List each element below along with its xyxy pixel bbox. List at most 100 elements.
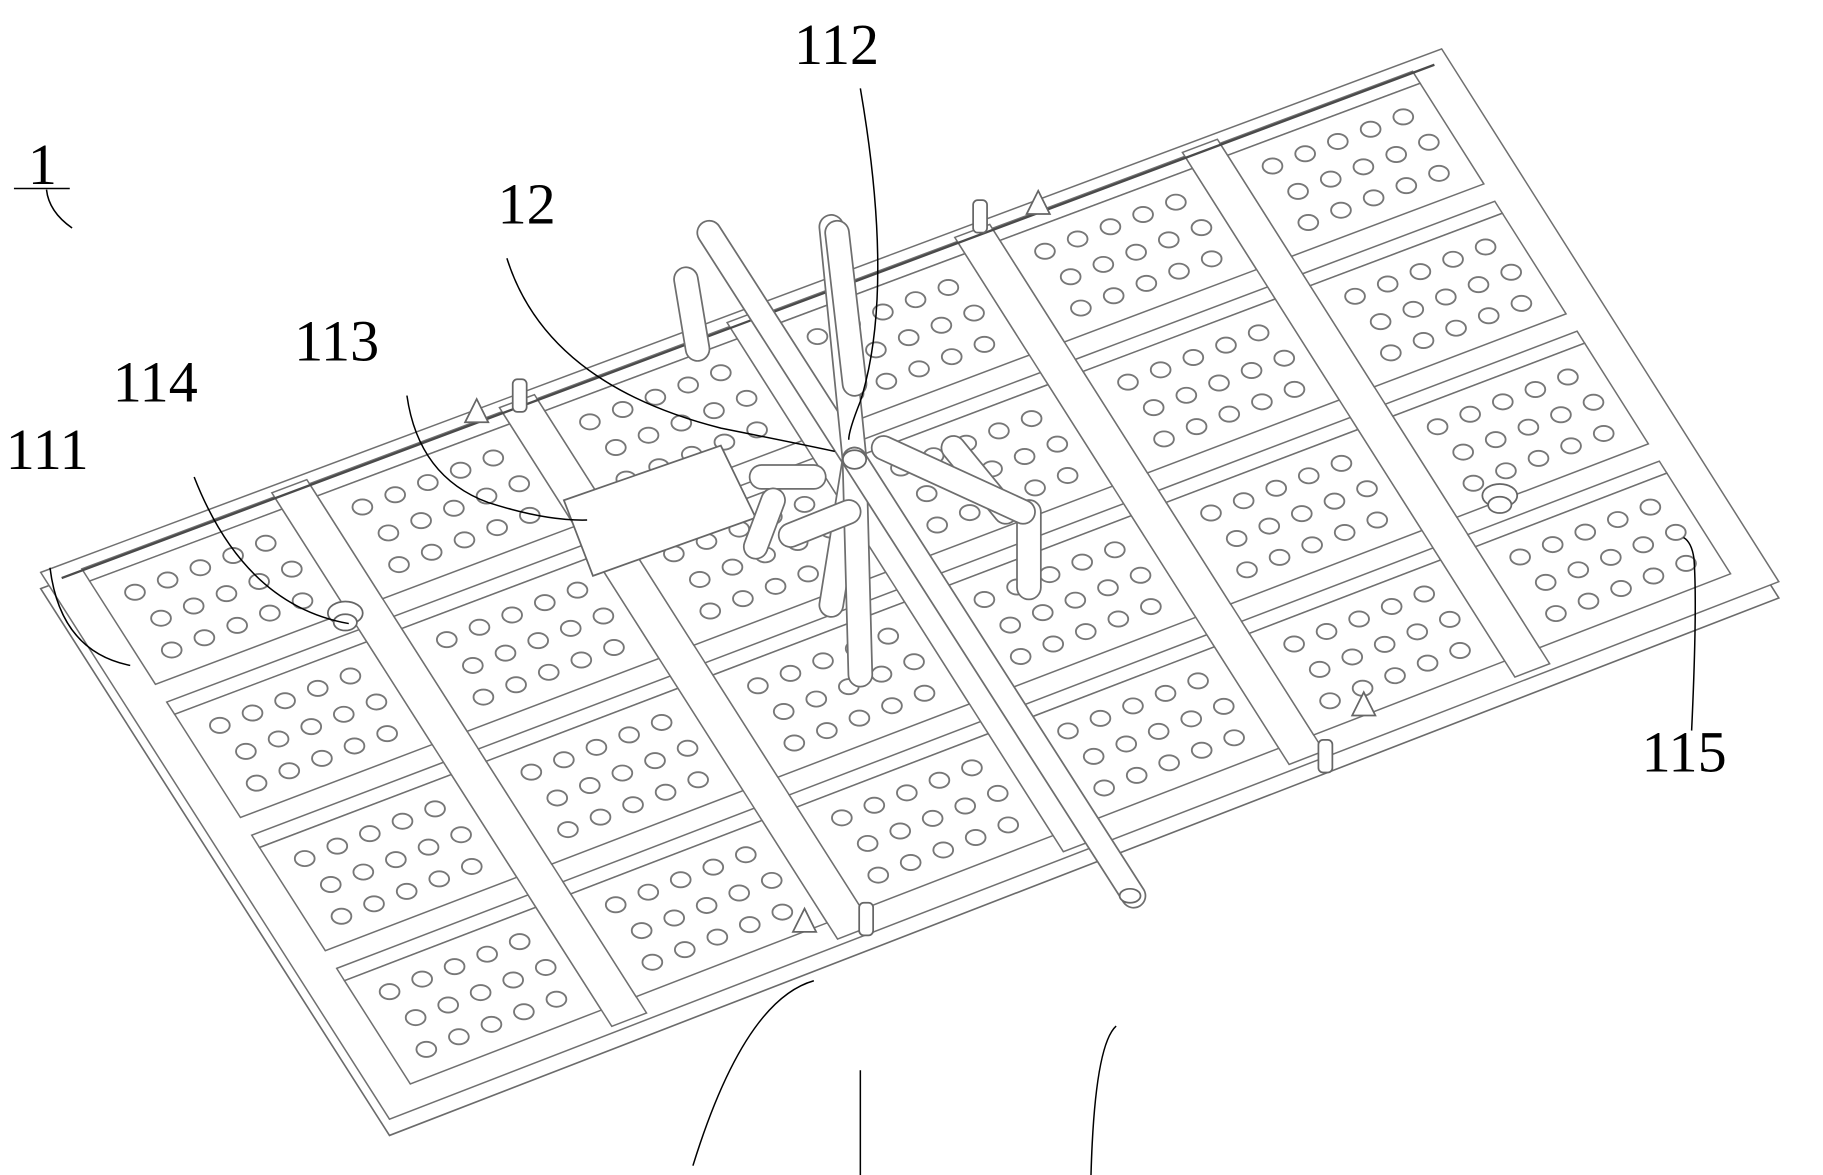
panel-hole xyxy=(345,738,365,753)
panel-hole xyxy=(1295,146,1315,161)
panel-hole xyxy=(1068,231,1088,246)
panel-hole xyxy=(1519,420,1539,435)
panel-hole xyxy=(1375,637,1395,652)
panel-hole xyxy=(1249,325,1269,340)
panel-hole xyxy=(1382,599,1402,614)
panel-hole xyxy=(703,860,723,875)
panel-hole xyxy=(1033,605,1053,620)
panel-hole xyxy=(1302,537,1322,552)
panel-hole xyxy=(675,942,695,957)
ref-label-113: 113 xyxy=(294,309,379,374)
panel-hole xyxy=(1579,594,1599,609)
panel-hole xyxy=(1071,300,1091,315)
panel-hole xyxy=(308,681,328,696)
panel-hole xyxy=(766,579,786,594)
panel-hole xyxy=(1666,525,1686,540)
panel-hole xyxy=(904,654,924,669)
pole-end-2 xyxy=(1120,889,1141,903)
panel-hole xyxy=(1644,568,1664,583)
panel-hole xyxy=(385,487,405,502)
panel-hole xyxy=(510,934,530,949)
panel-hole xyxy=(1270,550,1290,565)
panel-hole xyxy=(1105,542,1125,557)
panel-hole xyxy=(975,592,995,607)
panel-hole xyxy=(377,726,397,741)
panel-hole xyxy=(1159,232,1179,247)
panel-hole xyxy=(379,525,399,540)
panel-hole xyxy=(931,318,951,333)
panel-hole xyxy=(998,817,1018,832)
panel-hole xyxy=(1525,382,1545,397)
panel-hole xyxy=(269,731,289,746)
panel-hole xyxy=(503,972,523,987)
panel-hole xyxy=(1608,512,1628,527)
panel-hole xyxy=(554,752,574,767)
panel-hole xyxy=(1633,537,1653,552)
panel-hole xyxy=(547,992,567,1007)
panel-hole xyxy=(1101,219,1121,234)
panel-hole xyxy=(619,727,639,742)
ref-label-111: 111 xyxy=(6,417,89,482)
panel-hole xyxy=(1192,743,1212,758)
panel-hole xyxy=(1611,581,1631,596)
ref-label-112: 112 xyxy=(794,12,879,77)
panel-hole xyxy=(1479,308,1499,323)
panel-hole xyxy=(882,698,902,713)
panel-hole xyxy=(736,847,756,862)
panel-hole xyxy=(1436,289,1456,304)
panel-hole xyxy=(1536,575,1556,590)
panel-hole xyxy=(419,840,439,855)
panel-hole xyxy=(858,836,878,851)
panel-hole xyxy=(899,330,919,345)
panel-hole xyxy=(162,642,182,657)
panel-hole xyxy=(1188,673,1208,688)
panel-hole xyxy=(612,765,632,780)
folding-tube-fill xyxy=(686,279,698,349)
panel-hole xyxy=(1512,296,1532,311)
panel-hole xyxy=(1015,449,1035,464)
panel-hole xyxy=(1076,624,1096,639)
leader-2 xyxy=(1091,1026,1117,1175)
panel-hole xyxy=(733,591,753,606)
panel-hole xyxy=(1464,476,1484,491)
panel-hole xyxy=(806,692,826,707)
panel-hole xyxy=(772,905,792,920)
panel-hole xyxy=(506,677,526,692)
panel-hole xyxy=(1453,445,1473,460)
panel-hole xyxy=(1201,505,1221,520)
panel-hole xyxy=(1407,624,1427,639)
panel-hole xyxy=(483,450,503,465)
panel-hole xyxy=(536,960,556,975)
panel-hole xyxy=(487,520,507,535)
ref-label-12: 12 xyxy=(498,171,556,236)
panel-hole xyxy=(1266,481,1286,496)
panel-hole xyxy=(1594,426,1614,441)
panel-hole xyxy=(700,603,720,618)
panel-hole xyxy=(1325,494,1345,509)
panel-hole xyxy=(1091,711,1111,726)
panel-hole xyxy=(1414,586,1434,601)
panel-hole xyxy=(1227,531,1247,546)
panel-hole xyxy=(1274,351,1294,366)
panel-hole xyxy=(690,572,710,587)
panel-hole xyxy=(890,823,910,838)
panel-hole xyxy=(151,611,171,626)
panel-hole xyxy=(1386,147,1406,162)
panel-hole xyxy=(1065,593,1085,608)
panel-hole xyxy=(380,984,400,999)
panel-hole xyxy=(353,864,373,879)
panel-hole xyxy=(1331,203,1351,218)
panel-hole xyxy=(455,532,475,547)
panel-hole xyxy=(158,572,178,587)
panel-hole xyxy=(1183,350,1203,365)
panel-hole xyxy=(195,630,215,645)
panel-hole xyxy=(1321,172,1341,187)
panel-hole xyxy=(594,608,614,623)
panel-hole xyxy=(1000,618,1020,633)
panel-hole xyxy=(664,910,684,925)
panel-hole xyxy=(1169,264,1189,279)
panel-hole xyxy=(477,947,497,962)
panel-hole xyxy=(1335,525,1355,540)
ref-label-115: 115 xyxy=(1642,719,1727,784)
panel-hole xyxy=(850,711,870,726)
